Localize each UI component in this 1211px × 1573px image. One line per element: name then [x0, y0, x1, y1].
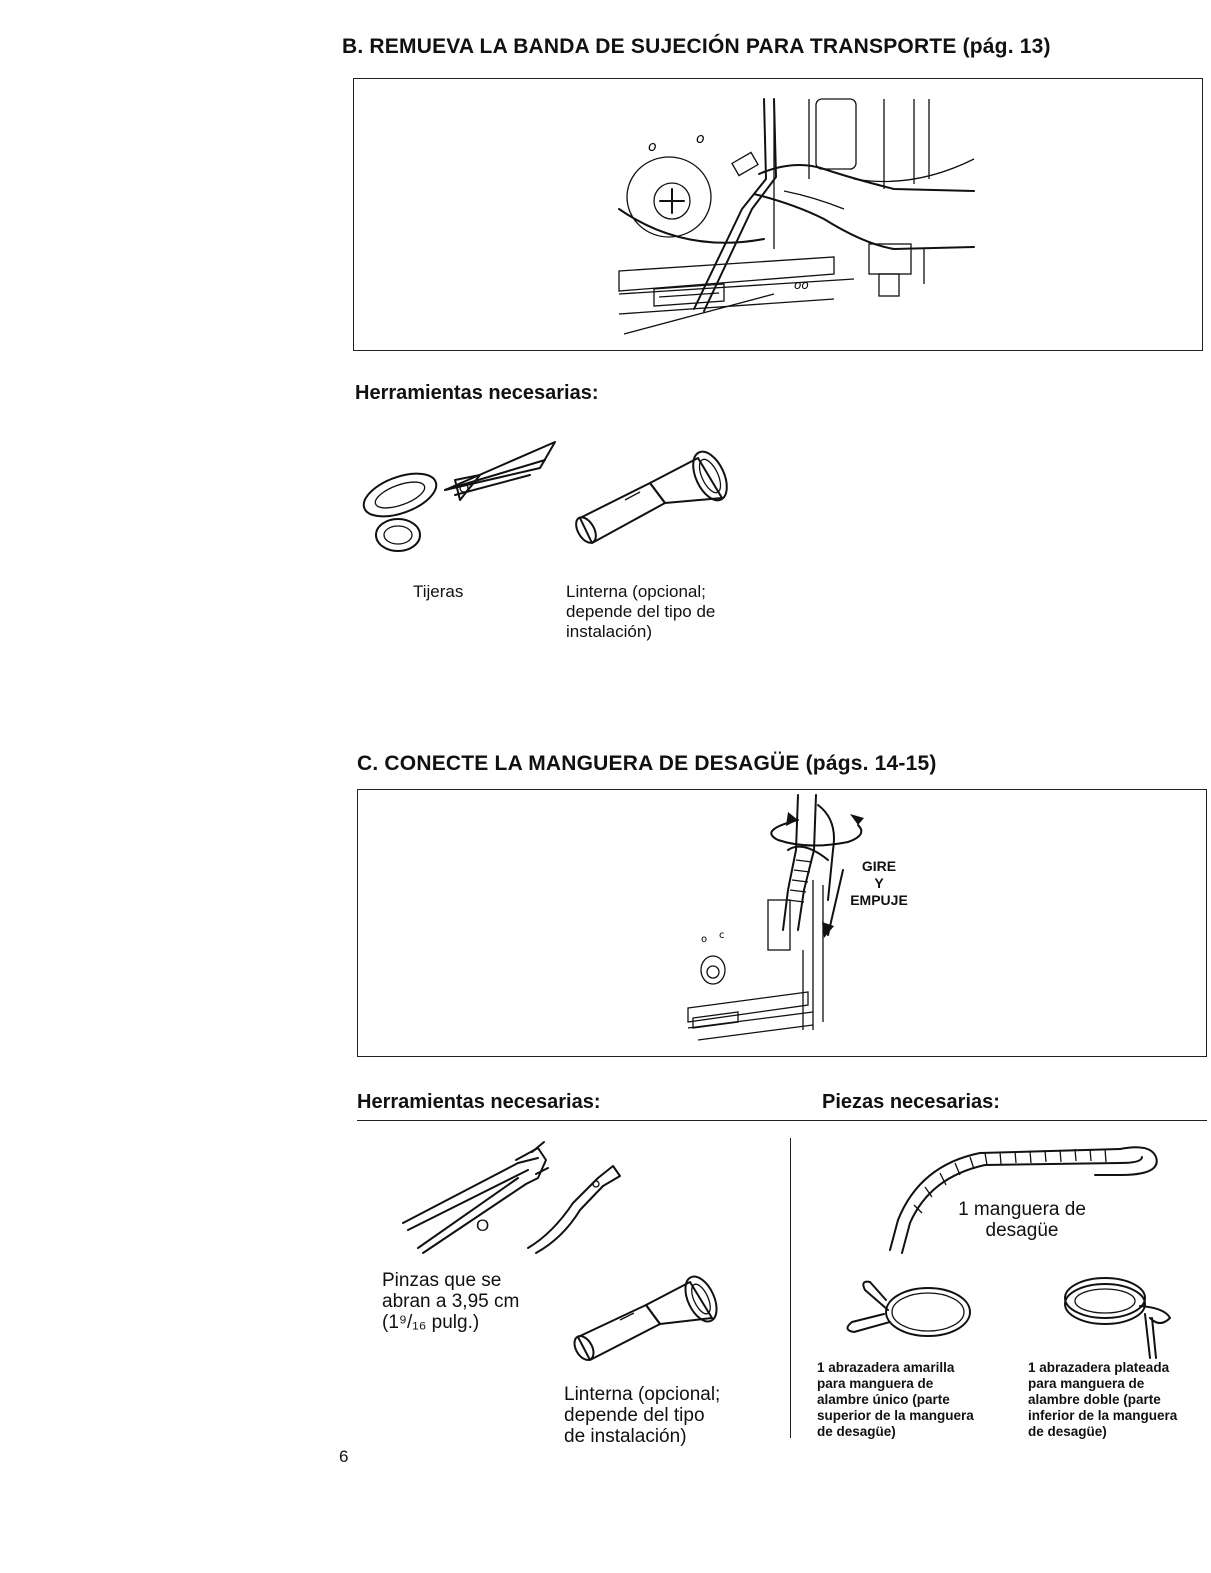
- svg-text:o: o: [701, 934, 707, 945]
- tool-caption-flashlight: Linterna (opcional; depende del tipo de …: [566, 582, 716, 641]
- connect-drain-hose-illustration: o c: [687, 794, 864, 1041]
- pliers-icon: [402, 1141, 621, 1254]
- svg-text:o: o: [696, 131, 705, 147]
- pliers-or-label: O: [476, 1216, 490, 1235]
- page-number: 6: [339, 1447, 349, 1466]
- part-caption-silver-clamp: 1 abrazadera plateada para manguera de a…: [1028, 1360, 1178, 1439]
- column-divider: [790, 1138, 791, 1438]
- tool-caption-pliers: Pinzas que se abran a 3,95 cm (1⁹/₁₆ pul…: [382, 1270, 520, 1333]
- svg-text:c: c: [719, 930, 725, 941]
- drain-hose-illustration-frame: o c GIRE Y EMPUJE: [357, 789, 1207, 1057]
- tool-caption-flashlight-c: Linterna (opcional; depende del tipo de …: [564, 1384, 721, 1447]
- heading-rule: [357, 1120, 1207, 1121]
- flashlight-icon: [573, 1275, 718, 1361]
- part-caption-yellow-clamp: 1 abrazadera amarilla para manguera de a…: [817, 1360, 974, 1439]
- callout-line-1: GIRE: [861, 858, 897, 874]
- drain-hose-icon: [889, 1146, 1158, 1254]
- section-c-tools-heading: Herramientas necesarias:: [357, 1091, 601, 1113]
- remove-shipping-strap-illustration: o o oo: [618, 98, 975, 335]
- shipping-strap-illustration-frame: o o oo: [353, 78, 1203, 351]
- turn-and-push-callout: GIRE Y EMPUJE: [844, 858, 914, 909]
- flashlight-icon: [575, 450, 728, 544]
- svg-text:o: o: [648, 139, 657, 155]
- section-c-parts-heading: Piezas necesarias:: [822, 1091, 1000, 1113]
- callout-line-2: Y: [874, 875, 884, 891]
- tool-caption-scissors: Tijeras: [413, 582, 464, 601]
- section-b-tools-heading: Herramientas necesarias:: [355, 382, 599, 404]
- section-b-heading: B. REMUEVA LA BANDA DE SUJECIÓN PARA TRA…: [342, 35, 1051, 58]
- scissors-icon: [362, 441, 556, 552]
- callout-line-3: EMPUJE: [850, 892, 908, 908]
- single-wire-clamp-icon: [846, 1280, 971, 1337]
- section-c-heading: C. CONECTE LA MANGUERA DE DESAGÜE (págs.…: [357, 752, 937, 775]
- double-wire-clamp-icon: [1064, 1277, 1171, 1359]
- part-caption-drain-hose: 1 manguera de desagüe: [958, 1199, 1086, 1241]
- svg-text:oo: oo: [794, 278, 809, 292]
